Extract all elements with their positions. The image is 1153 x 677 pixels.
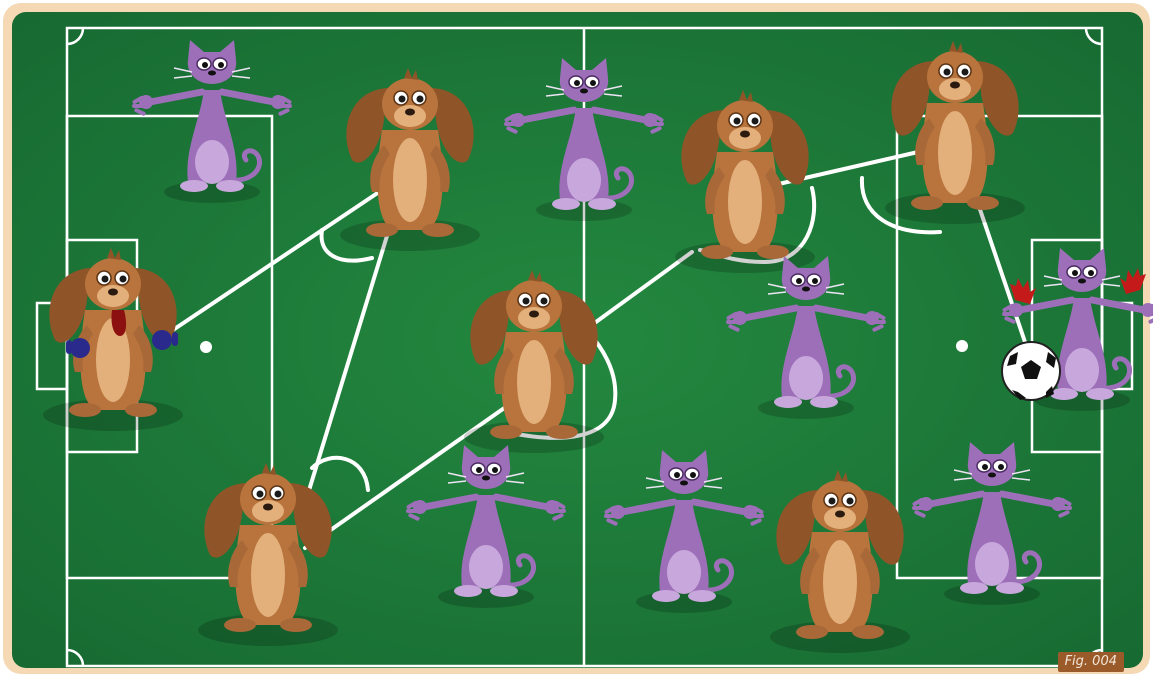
figure-label: Fig. 004 <box>1058 652 1124 672</box>
penalty-spot-right <box>956 340 968 352</box>
soccer-ball-icon <box>1002 342 1060 400</box>
penalty-spot-left <box>200 341 212 353</box>
